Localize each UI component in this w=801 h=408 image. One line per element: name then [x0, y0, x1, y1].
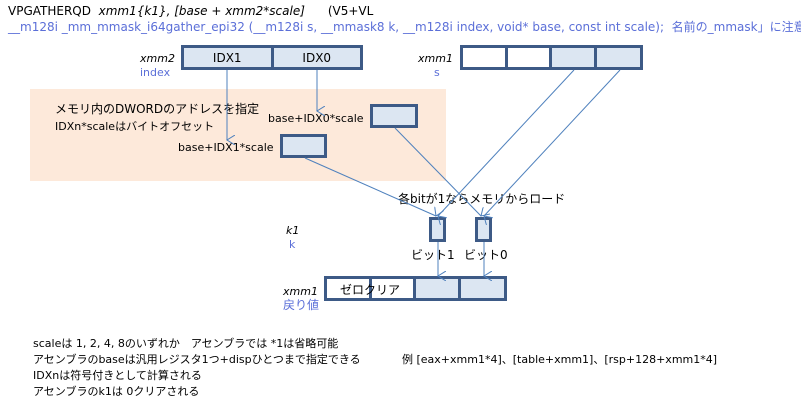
instruction-mnemonic: VPGATHERQD: [8, 4, 91, 18]
memory-addr0-label: base+IDX0*scale: [268, 112, 364, 125]
xmm2-cell-idx1: IDX1: [184, 48, 274, 67]
arrow-mem0-to-bit0: [394, 127, 481, 216]
note-example: 例 [eax+xmm1*4]、[table+xmm1]、[rsp+128+xmm…: [402, 353, 718, 366]
arrow-src0-to-bit0: [484, 69, 621, 216]
xmm1-src-register: [460, 45, 643, 70]
mask-caption: 各bitが1ならメモリからロード: [398, 192, 566, 206]
memory-dword-0: [370, 104, 418, 128]
k1-param: k: [289, 238, 296, 251]
instruction-header: VPGATHERQD xmm1{k1}, [base + xmm2*scale]…: [8, 4, 373, 18]
xmm1-src-cell-0: [596, 48, 640, 67]
mask-bit1-label: ビット1: [411, 248, 455, 262]
xmm1-dst-cell-2: [372, 279, 417, 298]
intrinsic-text: __m128i _mm_mmask_i64gather_epi32 (__m12…: [8, 20, 665, 34]
xmm1-dst-cell-1: [416, 279, 461, 298]
xmm2-param: index: [140, 66, 171, 79]
intrinsic-signature: __m128i _mm_mmask_i64gather_epi32 (__m12…: [8, 20, 801, 34]
instruction-operands: xmm1{k1}, [base + xmm2*scale]: [98, 4, 305, 18]
memory-dword-1: [280, 134, 327, 158]
memory-addr1-label: base+IDX1*scale: [178, 141, 274, 154]
xmm1-dst-param: 戻り値: [283, 298, 320, 312]
xmm1-src-cell-3: [463, 48, 508, 67]
arrow-src1-to-bit1: [438, 69, 575, 216]
instruction-extension: (V5+VL: [327, 4, 374, 18]
xmm2-label: xmm2: [140, 52, 175, 65]
intrinsic-note: 名前の_mmask」に注意: [671, 20, 801, 34]
zero-clear-label: ゼロクリア: [340, 283, 401, 297]
xmm1-src-label: xmm1: [418, 52, 453, 65]
mask-bit0-label: ビット0: [464, 248, 508, 262]
xmm1-src-cell-2: [508, 48, 553, 67]
xmm1-dst-cell-0: [460, 279, 504, 298]
note-base: アセンブラのbaseは汎用レジスタ1つ+dispひとつまで指定できる: [33, 353, 361, 366]
xmm1-src-cell-1: [552, 48, 597, 67]
xmm2-register: IDX1 IDX0: [181, 45, 363, 70]
xmm1-dst-register: [324, 276, 507, 301]
note-idxn-signed: IDXnは符号付きとして計算される: [33, 369, 202, 382]
k1-label: k1: [286, 224, 300, 237]
memory-desc-line1: メモリ内のDWORDのアドレスを指定: [55, 102, 260, 116]
xmm1-dst-label: xmm1: [283, 285, 318, 298]
note-k1-cleared: アセンブラのk1は 0クリアされる: [33, 385, 200, 398]
arrow-mem1-to-bit1: [304, 157, 436, 216]
memory-desc-line2: IDXn*scaleはバイトオフセット: [55, 120, 215, 133]
note-scale: scaleは 1, 2, 4, 8のいずれか アセンブラでは *1は省略可能: [33, 337, 339, 350]
xmm2-cell-idx0: IDX0: [273, 48, 360, 67]
xmm1-dst-cell-3: [327, 279, 372, 298]
xmm1-src-param: s: [434, 66, 440, 79]
